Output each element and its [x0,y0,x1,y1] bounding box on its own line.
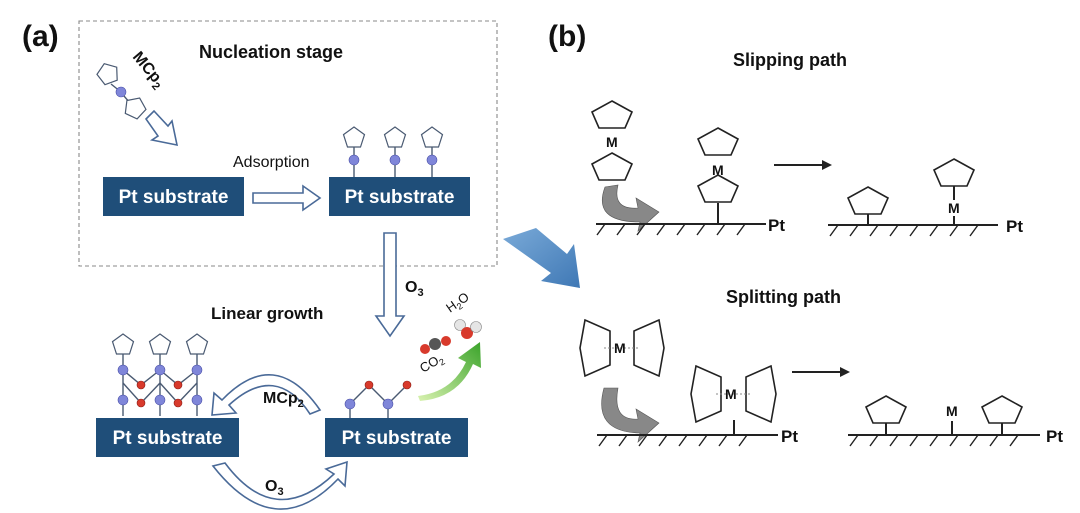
pt-substrate-label: Pt substrate [345,187,455,208]
splitting-stage-2: M [690,365,777,435]
ozone-cycle-arrow [211,460,348,510]
co2-molecule [420,336,451,354]
svg-text:M: M [725,386,737,402]
pt-label: Pt [1046,427,1063,446]
svg-text:M: M [614,340,626,356]
pt-label: Pt [1006,217,1023,236]
pt-substrate-label: Pt substrate [119,187,229,208]
pt-surface-hatch [829,224,979,237]
nucleation-stage-title: Nucleation stage [199,42,343,62]
slipping-reaction-arrowhead [822,160,832,170]
pt-substrate-box [329,177,470,216]
byproduct-release-arrow [418,342,481,401]
split-motion-arrow [601,387,660,443]
svg-text:MCp2: MCp2 [127,49,169,93]
co2-label: CO2 [417,350,447,377]
nucleation-stage-frame [78,20,498,267]
pt-label: Pt [768,216,785,235]
pt-surface-hatch [598,434,748,447]
h2o-label: H2O [443,289,473,317]
slipping-path-title: Slipping path [733,50,847,70]
splitting-reaction-arrowhead [840,367,850,377]
slip-motion-arrow [601,184,660,232]
svg-text:CO2: CO2 [417,350,447,377]
free-precursor-molecule [93,59,150,122]
ozone-down-arrow [374,232,406,338]
splitting-stage-1: M [579,319,665,377]
precursor-cycle-label: MCp2 [263,390,304,410]
ozone-label: O3 [405,279,424,299]
transition-arrow [503,228,580,288]
splitting-product: M [865,395,1023,435]
pt-surface-hatch [596,223,746,236]
slipping-stage-2: M [697,127,739,223]
precursor-cycle-arrow [211,374,322,416]
pt-surface-hatch [849,434,1019,447]
slipping-product: M [847,158,975,225]
pt-substrate-box [103,177,244,216]
splitting-path-title: Splitting path [726,287,841,307]
svg-text:M: M [606,134,618,150]
pt-substrate-label: Pt substrate [113,428,223,449]
panel-b-label: (b) [548,20,586,53]
ozone-cycle-label: O3 [265,478,284,498]
pt-substrate-box [325,418,468,457]
adsorbed-molecules [342,126,444,177]
grown-layer-with-precursors [111,333,209,416]
slipping-stage-1: M [591,100,633,181]
precursor-label: MCp2 [127,49,169,93]
pt-label: Pt [781,427,798,446]
linear-growth-title: Linear growth [211,304,323,323]
adsorption-label: Adsorption [233,154,310,171]
oxidized-layer [344,380,412,418]
adsorption-arrow [252,184,322,212]
svg-text:M: M [712,162,724,178]
svg-text:M: M [948,200,960,216]
pt-substrate-box [96,418,239,457]
approach-arrow [144,109,179,147]
pt-substrate-label: Pt substrate [342,428,452,449]
h2o-molecule [454,319,482,339]
svg-text:M: M [946,403,958,419]
svg-text:H2O: H2O [443,289,473,317]
panel-a-label: (a) [22,20,59,53]
